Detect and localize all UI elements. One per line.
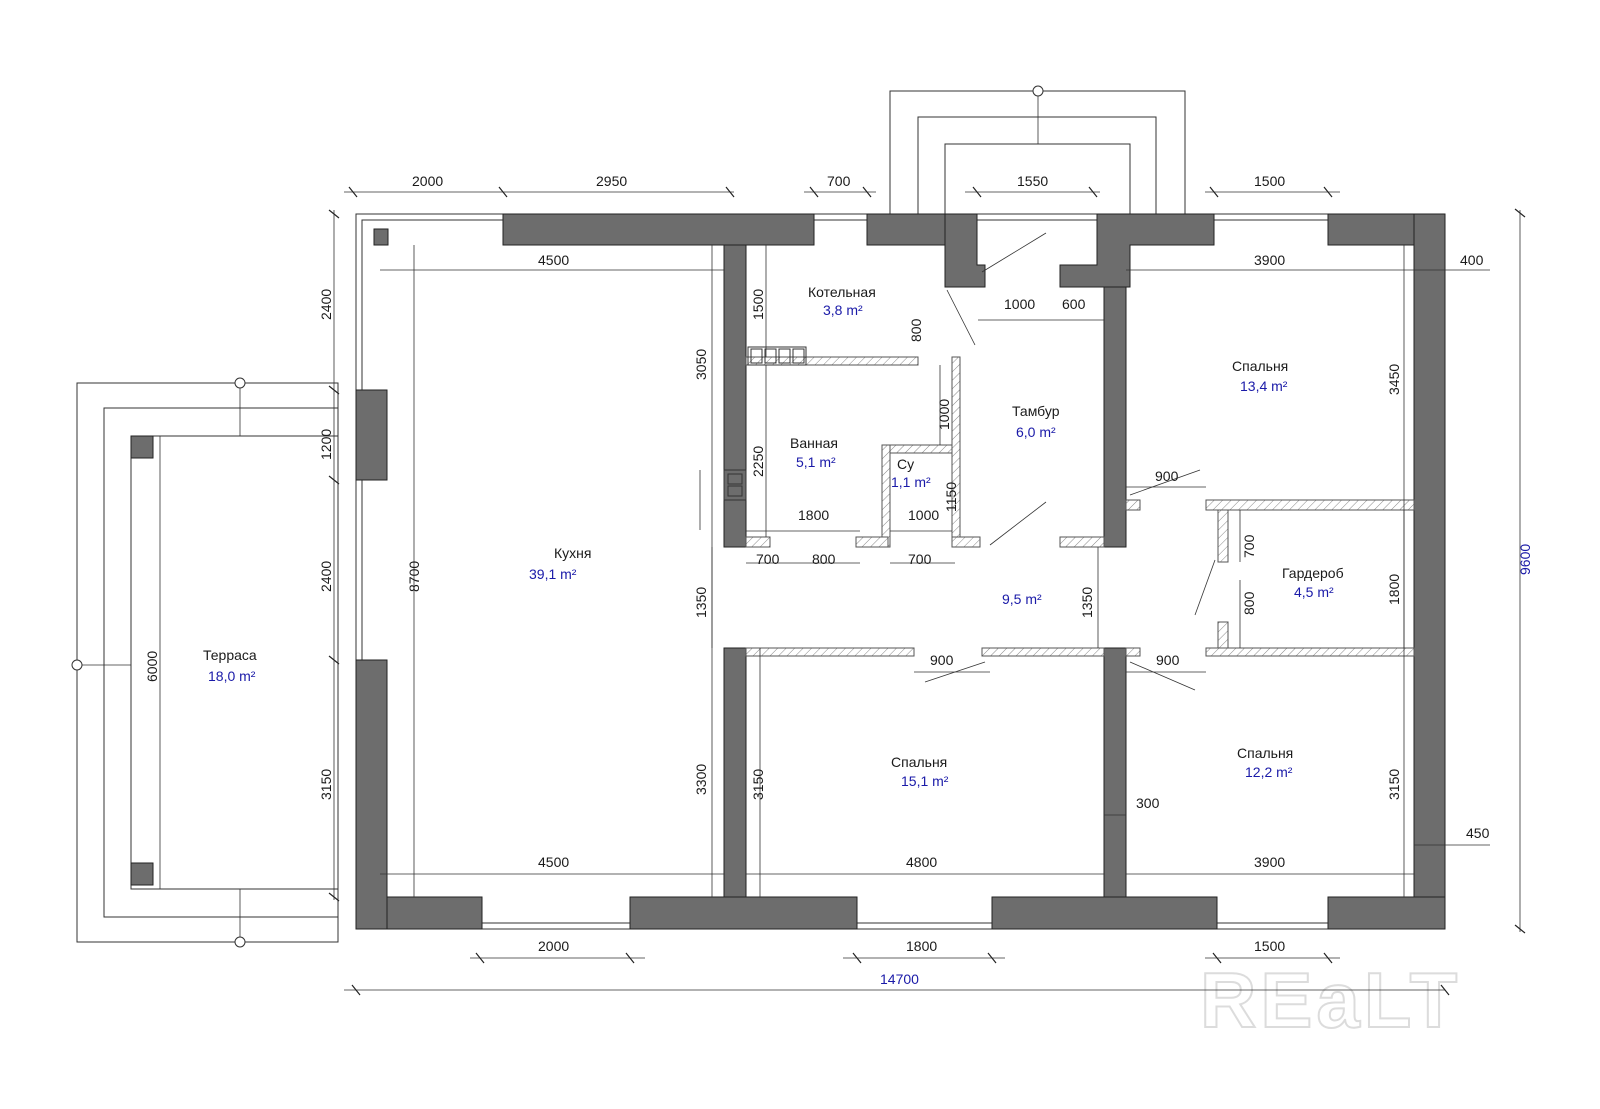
dimension-label: 700 bbox=[1241, 534, 1257, 558]
dimension-label: 2400 bbox=[318, 561, 334, 592]
interior-walls bbox=[723, 244, 1127, 898]
dimension-label: 3900 bbox=[1254, 252, 1285, 268]
dimension-label: 3050 bbox=[693, 349, 709, 380]
dimension-label: 2250 bbox=[750, 446, 766, 477]
dimension-label: 1550 bbox=[1017, 173, 1048, 189]
room-area-hall: 9,5 m² bbox=[1002, 591, 1042, 607]
dimension-label: 800 bbox=[1241, 591, 1257, 615]
dimension-label: 800 bbox=[908, 318, 924, 342]
room-name-bath: Ванная bbox=[790, 435, 838, 451]
dimension-label: 300 bbox=[1136, 795, 1160, 811]
watermark-logo: REaLT bbox=[1200, 956, 1461, 1044]
room-area-wc: 1,1 m² bbox=[891, 474, 931, 490]
dimension-label: 600 bbox=[1062, 296, 1086, 312]
room-area-wardrobe: 4,5 m² bbox=[1294, 584, 1334, 600]
dimension-label: 900 bbox=[1156, 652, 1180, 668]
dimension-label: 1500 bbox=[1254, 938, 1285, 954]
dimension-label: 400 bbox=[1460, 252, 1484, 268]
dimension-label: 1800 bbox=[798, 507, 829, 523]
dimension-label: 4500 bbox=[538, 252, 569, 268]
room-area-bedroom-se: 12,2 m² bbox=[1245, 764, 1293, 780]
room-area-bedroom-ne: 13,4 m² bbox=[1240, 378, 1288, 394]
partitions bbox=[745, 356, 1415, 657]
room-area-kitchen: 39,1 m² bbox=[529, 566, 577, 582]
dimension-label: 14700 bbox=[880, 971, 919, 987]
dimension-label: 1500 bbox=[750, 289, 766, 320]
dimension-label: 2000 bbox=[538, 938, 569, 954]
dimension-label: 1500 bbox=[1254, 173, 1285, 189]
porch bbox=[889, 85, 1186, 214]
dimension-label: 1200 bbox=[318, 429, 334, 460]
door-swings bbox=[924, 232, 1216, 691]
dimension-label: 3900 bbox=[1254, 854, 1285, 870]
dimension-lines bbox=[333, 191, 1521, 991]
dimension-ticks bbox=[328, 186, 1526, 996]
room-name-kitchen: Кухня bbox=[554, 545, 591, 561]
dimension-label: 3150 bbox=[1386, 769, 1402, 800]
room-area-terrace: 18,0 m² bbox=[208, 668, 256, 684]
dimension-label: 700 bbox=[908, 551, 932, 567]
dimension-label: 3150 bbox=[318, 769, 334, 800]
dimension-label: 8700 bbox=[406, 561, 422, 592]
room-name-bedroom-ne: Спальня bbox=[1232, 358, 1288, 374]
dimension-label: 2950 bbox=[596, 173, 627, 189]
dimension-label: 700 bbox=[756, 551, 780, 567]
dimension-label: 9600 bbox=[1517, 544, 1533, 575]
dimension-label: 4800 bbox=[906, 854, 937, 870]
room-name-boiler: Котельная bbox=[808, 284, 876, 300]
room-area-boiler: 3,8 m² bbox=[823, 302, 863, 318]
dimension-label: 1800 bbox=[906, 938, 937, 954]
dimension-label: 3300 bbox=[693, 764, 709, 795]
room-labels: Кухня 39,1 m² Котельная 3,8 m² Ванная 5,… bbox=[203, 284, 1344, 789]
dimension-label: 2000 bbox=[412, 173, 443, 189]
fixtures bbox=[699, 346, 807, 530]
room-name-terrace: Терраса bbox=[203, 647, 257, 663]
room-name-vestibule: Тамбур bbox=[1012, 403, 1060, 419]
room-name-wardrobe: Гардероб bbox=[1282, 565, 1344, 581]
dimension-label: 3150 bbox=[750, 769, 766, 800]
room-name-bedroom-s: Спальня bbox=[891, 754, 947, 770]
dimension-label: 6000 bbox=[144, 651, 160, 682]
dimension-label: 1000 bbox=[1004, 296, 1035, 312]
room-area-bath: 5,1 m² bbox=[796, 454, 836, 470]
dimension-label: 3450 bbox=[1386, 364, 1402, 395]
dimension-label: 450 bbox=[1466, 825, 1490, 841]
room-area-vestibule: 6,0 m² bbox=[1016, 424, 1056, 440]
dimension-label: 1800 bbox=[1386, 574, 1402, 605]
dimension-label: 900 bbox=[930, 652, 954, 668]
dimension-label: 2400 bbox=[318, 289, 334, 320]
room-name-bedroom-se: Спальня bbox=[1237, 745, 1293, 761]
dimension-label: 4500 bbox=[538, 854, 569, 870]
dimension-label: 700 bbox=[827, 173, 851, 189]
dimension-label: 1000 bbox=[936, 399, 952, 430]
room-name-wc: Су bbox=[897, 456, 914, 472]
dimension-labels: 2000 2950 700 1550 1500 4500 3900 400 10… bbox=[144, 173, 1533, 987]
dimension-label: 1150 bbox=[943, 482, 959, 512]
exterior-walls bbox=[355, 213, 1446, 930]
dimension-label: 900 bbox=[1155, 468, 1179, 484]
room-area-bedroom-s: 15,1 m² bbox=[901, 773, 949, 789]
dimension-label: 1350 bbox=[1079, 587, 1095, 618]
dimension-label: 1000 bbox=[908, 507, 939, 523]
dimension-label: 1350 bbox=[693, 587, 709, 618]
dimension-label: 800 bbox=[812, 551, 836, 567]
